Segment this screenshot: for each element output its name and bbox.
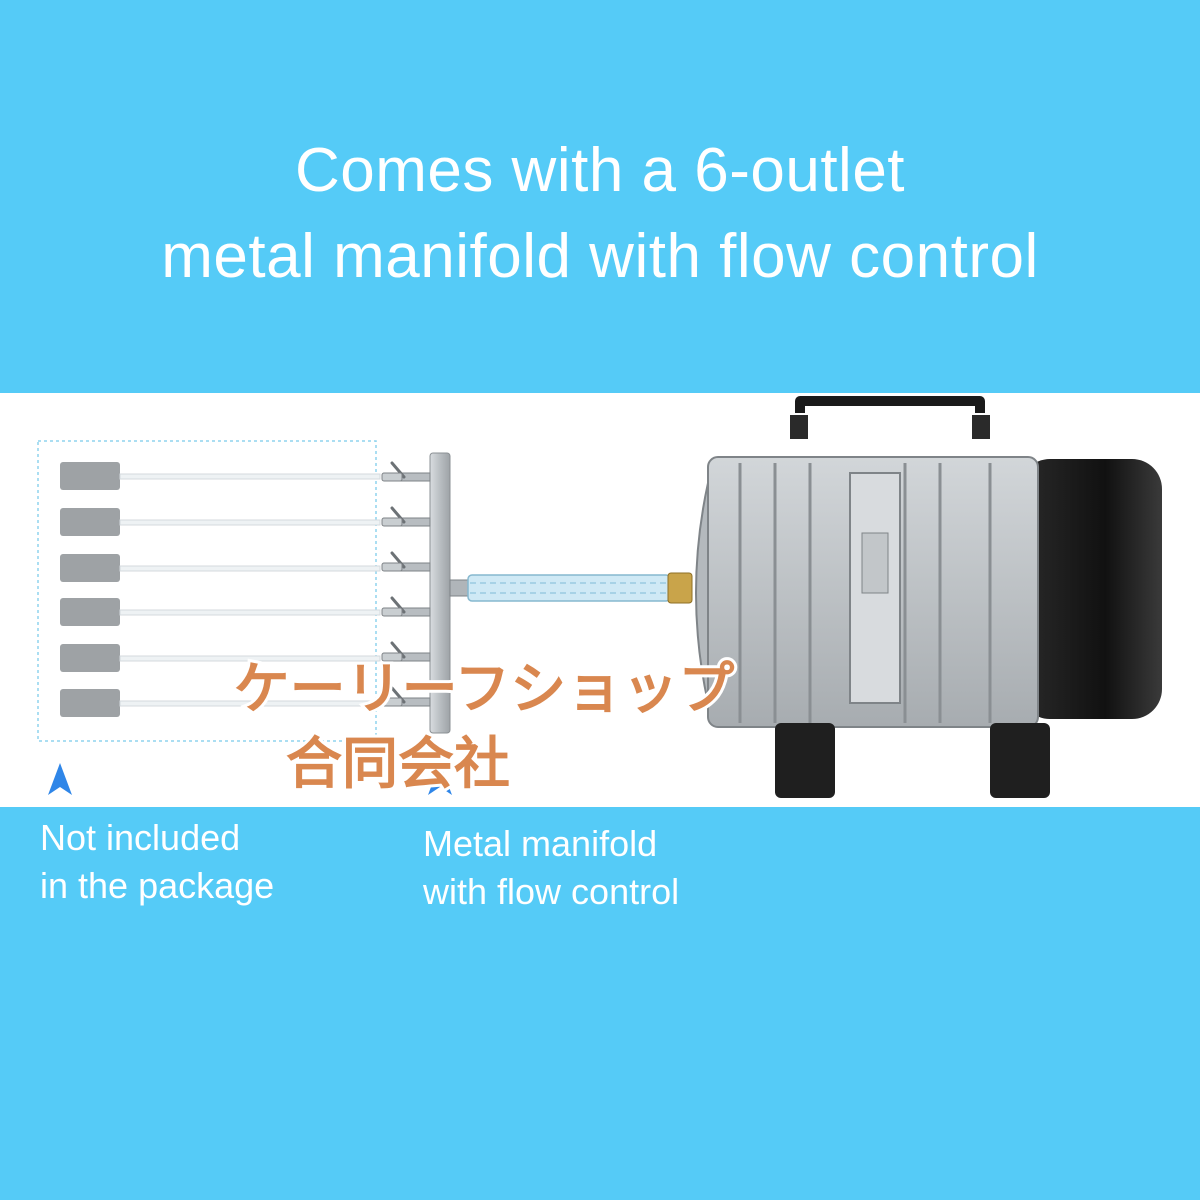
- air-hose: [449, 572, 693, 604]
- caption-manifold-line-1: Metal manifold: [423, 823, 658, 864]
- caption-manifold-line-2: with flow control: [423, 871, 680, 912]
- not-included-box: [37, 440, 377, 742]
- caption-not-included-line-2: in the package: [40, 865, 275, 906]
- product-photo-band: [0, 393, 1200, 807]
- headline-line-1: Comes with a 6-outlet: [294, 136, 906, 205]
- caption-not-included-line-1: Not included: [40, 817, 241, 858]
- headline-line-2: metal manifold with flow control: [161, 222, 1039, 291]
- caption-manifold: Metal manifold with flow control: [423, 820, 679, 916]
- air-pump-icon: [695, 396, 1162, 798]
- air-stone-icon: [60, 462, 381, 717]
- manifold-valve-icon: [381, 452, 451, 734]
- arrow-up-icon: [48, 763, 72, 795]
- arrow-up-icon: [428, 763, 452, 795]
- caption-not-included: Not included in the package: [40, 814, 274, 910]
- product-illustration: [37, 396, 1162, 798]
- headline: Comes with a 6-outlet metal manifold wit…: [0, 128, 1200, 300]
